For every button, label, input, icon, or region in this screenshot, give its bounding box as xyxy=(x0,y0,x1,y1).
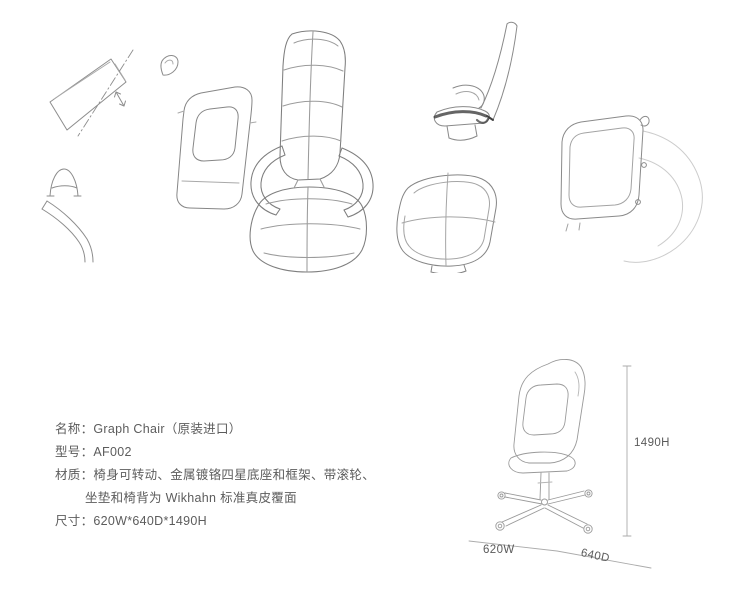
product-size-line: 尺寸：620W*640D*1490H xyxy=(55,514,208,528)
product-material-line-1: 材质：椅身可转动、金属镀铬四星底座和框架、带滚轮、 xyxy=(55,468,376,482)
detail-sketches xyxy=(41,49,179,263)
dimension-chair-drawing xyxy=(468,359,652,569)
seat-cushion-sketch xyxy=(396,172,497,273)
product-specs: 名称：Graph Chair（原装进口） 型号：AF002 材质：椅身可转动、金… xyxy=(55,418,375,533)
chair-front-sketch xyxy=(249,30,374,273)
side-profile-sketch xyxy=(433,21,518,141)
product-name-line: 名称：Graph Chair（原装进口） xyxy=(55,422,242,436)
product-material-line-2: 坐垫和椅背为 Wikhahn 标准真皮覆面 xyxy=(85,491,297,505)
width-dimension-label: 620W xyxy=(483,544,515,556)
product-model-line: 型号：AF002 xyxy=(55,445,132,459)
armrest-panel-sketch xyxy=(176,86,257,210)
height-dimension-label: 1490H xyxy=(634,437,670,449)
back-panel-sketch xyxy=(560,115,703,263)
